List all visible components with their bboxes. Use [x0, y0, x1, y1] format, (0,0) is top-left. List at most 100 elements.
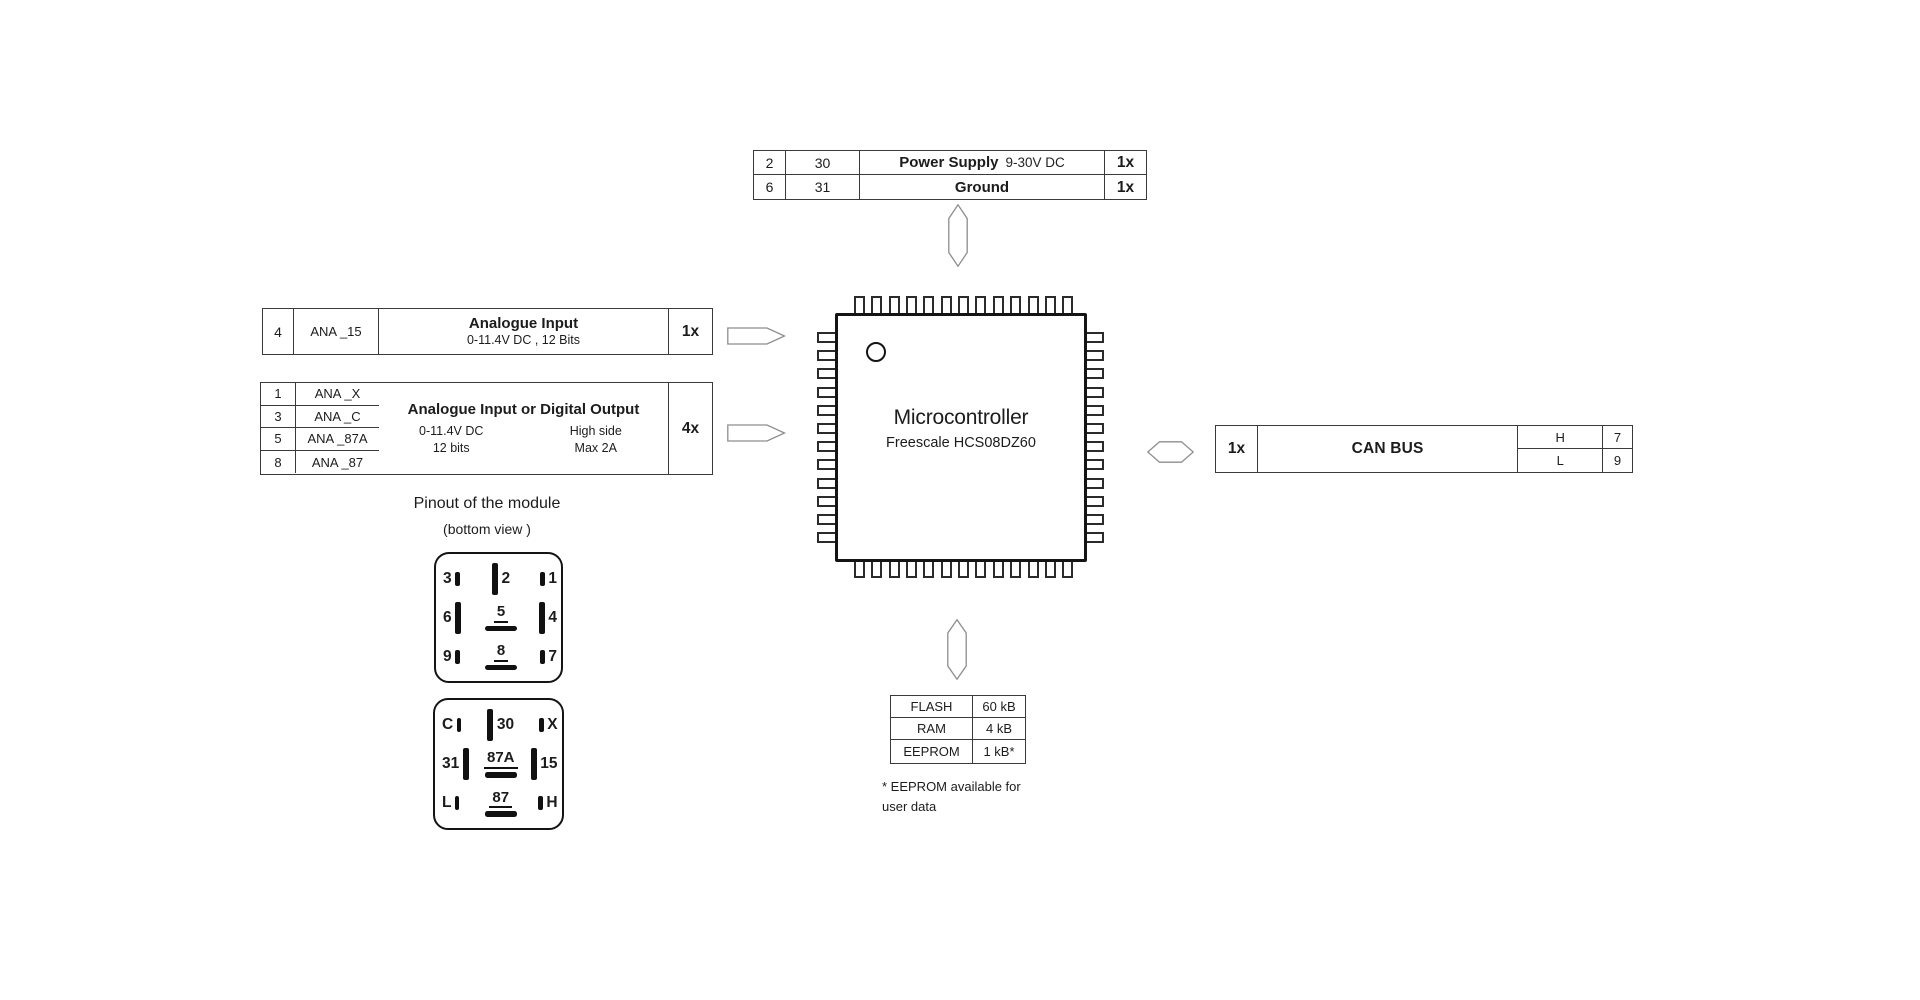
aio-specs: 0-11.4V DC 12 bits High side Max 2A: [379, 423, 668, 457]
aio-pin-name: ANA _C: [296, 406, 379, 429]
pinout-pin-label: 31: [442, 754, 460, 772]
pinout-pin-label: L: [442, 794, 452, 812]
mcu-pin-left-6: [817, 423, 837, 434]
aio-pin-name: ANA _87: [311, 454, 364, 470]
pinout-pin-X: X: [539, 716, 558, 734]
power-supply-label: Power Supply: [899, 154, 999, 172]
pinout-pin-4: 4: [538, 601, 557, 634]
aio-spec-voltage: 0-11.4V DC: [419, 423, 484, 438]
pin-blade-vertical-icon: [455, 571, 460, 586]
mcu-pin-left-8: [817, 459, 837, 471]
mcu-pin-right-2: [1084, 350, 1104, 362]
mcu-pin-left-5: [817, 404, 837, 416]
mcu-pin1-dot-icon: [866, 342, 886, 362]
mcu-pin-right-1: [1084, 332, 1104, 343]
aio-spec-left: 0-11.4V DC 12 bits: [379, 423, 524, 457]
memory-name: FLASH: [891, 696, 973, 719]
ai-count: 1x: [681, 322, 700, 340]
ai-subtitle: 0-11.4V DC , 12 Bits: [466, 333, 580, 348]
aio-title: Analogue Input or Digital Output: [407, 400, 640, 418]
mcu-pin-right-9: [1084, 477, 1104, 489]
can-high-pin: 7: [1603, 426, 1633, 449]
memory-name: EEPROM: [891, 740, 973, 763]
ai-pin-number: 4: [263, 309, 294, 354]
mcu-title: Microcontroller: [893, 406, 1029, 429]
analogue-io-table: 1 ANA _X 3 ANA _C 5 ANA _87A 8 ANA _87 A…: [260, 382, 713, 475]
mcu-pin-right-5: [1084, 404, 1104, 416]
pinout-pin-label: 7: [548, 647, 557, 665]
aio-pin-number: 5: [261, 428, 296, 451]
pinout-pin-label: 30: [496, 715, 515, 733]
pin-blade-vertical-icon: [455, 649, 460, 664]
pin-blade-vertical-icon: [491, 562, 498, 595]
pinout-pin-3: 3: [443, 570, 460, 588]
power-pin-b: 30: [786, 151, 860, 176]
analogue-input-table: 4 ANA _15 Analogue Input 0-11.4V DC , 12…: [262, 308, 713, 355]
aio-main-cell: Analogue Input or Digital Output 0-11.4V…: [379, 383, 669, 474]
pinout-pin-label: 87: [489, 789, 513, 809]
pinout-pin-label: 6: [443, 608, 452, 626]
memory-value: 4 kB: [973, 718, 1025, 741]
aio-spec-current: Max 2A: [574, 440, 617, 455]
pinout-pin-label: 8: [493, 643, 509, 662]
pin-blade-vertical-icon: [487, 708, 494, 741]
memory-table: FLASH 60 kB RAM 4 kB EEPROM 1 kB*: [890, 695, 1026, 764]
can-label: CAN BUS: [1258, 426, 1519, 472]
pinout-pin-5: 5: [485, 604, 517, 632]
pin-blade-vertical-icon: [538, 601, 545, 634]
pinout-pin-31: 31: [442, 747, 469, 780]
mcu-pin-left-10: [817, 495, 837, 507]
pin-blade-vertical-icon: [540, 571, 545, 586]
mcu-pin-left-11: [817, 514, 837, 525]
pin-blade-horizontal-icon: [484, 772, 517, 778]
power-mcu-arrow-icon: [948, 204, 968, 267]
mcu-pin-right-8: [1084, 459, 1104, 471]
aio-spec-right: High side Max 2A: [524, 423, 669, 457]
can-signal-pins: 7 9: [1603, 426, 1633, 472]
mcu-memory-arrow-icon: [947, 619, 967, 680]
ground-pin-b: 31: [786, 175, 860, 200]
mcu-can-arrow-icon: [1147, 441, 1194, 463]
ai-pin-name: ANA _15: [294, 309, 379, 354]
mcu-pin-left-3: [817, 368, 837, 380]
ai-main-cell: Analogue Input 0-11.4V DC , 12 Bits: [379, 309, 669, 354]
mcu-pin-left-1: [817, 332, 837, 343]
pinout-pin-C: C: [442, 716, 462, 734]
ai-title: Analogue Input: [468, 315, 579, 333]
pin-blade-horizontal-icon: [485, 625, 517, 632]
mcu-chip: Microcontroller Freescale HCS08DZ60: [835, 313, 1087, 562]
pinout-pin-9: 9: [443, 648, 460, 666]
aio-count: 4x: [681, 419, 700, 437]
pin-blade-vertical-icon: [455, 601, 462, 634]
pinout-pin-label: 4: [548, 608, 557, 626]
mcu-pin-right-7: [1084, 441, 1104, 453]
aio-mcu-arrow-icon: [727, 424, 786, 442]
pinout-pin-87: 87: [484, 789, 517, 817]
power-supply-cell: Power Supply 9-30V DC: [860, 151, 1105, 176]
aio-pin-number: 1: [261, 383, 296, 406]
mcu-pin-left-12: [817, 532, 837, 544]
eeprom-note-line2: user data: [882, 798, 937, 814]
pinout-pin-H: H: [538, 794, 558, 812]
aio-pin-number: 3: [261, 405, 296, 429]
pinout-pin-30: 30: [487, 708, 515, 741]
mcu-pin-right-6: [1084, 423, 1104, 434]
aio-pin-list: 1 ANA _X 3 ANA _C 5 ANA _87A 8 ANA _87: [261, 383, 379, 474]
eeprom-note: * EEPROM available for user data: [882, 777, 1021, 816]
pinout-pin-2: 2: [491, 562, 510, 595]
aio-spec-side: High side: [569, 423, 622, 438]
memory-value: 60 kB: [973, 696, 1025, 719]
aio-pin-number: 8: [261, 450, 296, 474]
ground-pin-a: 6: [754, 175, 786, 200]
power-count: 1x: [1105, 151, 1146, 176]
mcu-pin-left-9: [817, 477, 837, 489]
pinout-pin-6: 6: [443, 601, 462, 634]
aio-spec-bits: 12 bits: [432, 440, 470, 455]
can-count: 1x: [1216, 426, 1258, 472]
pin-blade-vertical-icon: [456, 717, 462, 732]
power-supply-detail: 9-30V DC: [1005, 154, 1065, 170]
mcu-pin-right-3: [1084, 368, 1104, 380]
ai-mcu-arrow-icon: [727, 327, 786, 345]
